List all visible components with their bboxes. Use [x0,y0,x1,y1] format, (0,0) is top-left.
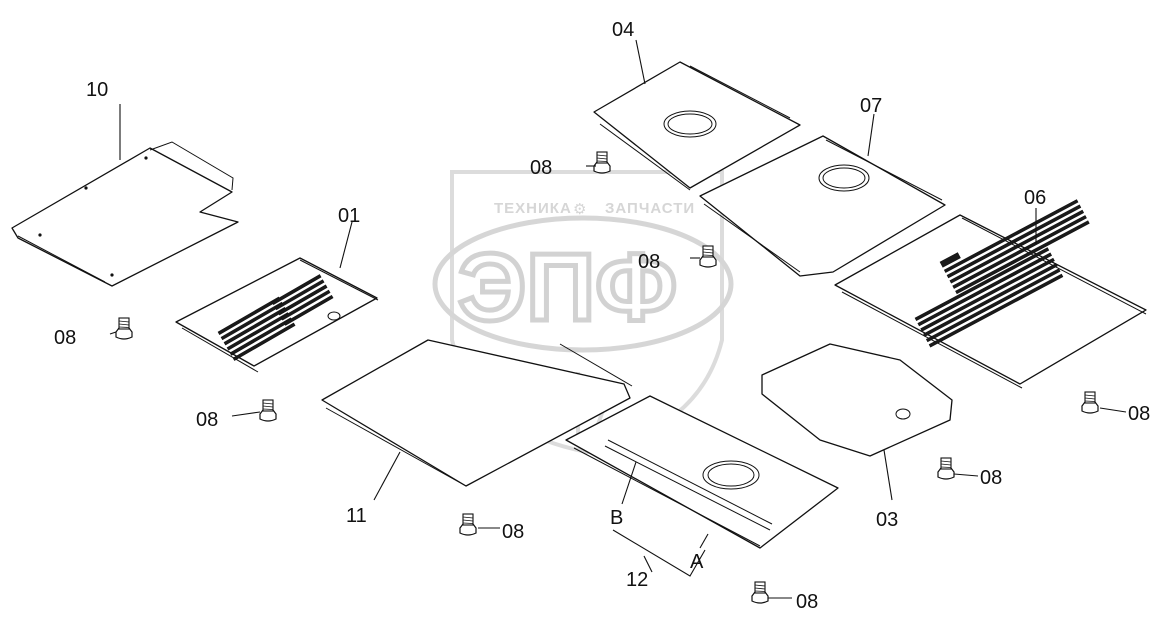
part-03-octagon-plate [761,343,953,457]
watermark-big-text: ЭПФ [458,234,677,341]
part-12-round-hole-plate [565,395,839,549]
part-11-plate [321,339,633,487]
bolt-icon [1081,391,1099,414]
label-bolt-08: 08 [196,409,218,431]
label-part-11: 11 [346,505,367,527]
watermark-top-left: ТЕХНИКА [494,200,572,217]
label-part-10: 10 [86,79,108,101]
part-04-round-hole-plate [593,61,801,191]
bolt-icon [751,581,769,604]
bolt-icon [699,245,717,268]
label-part-03: 03 [876,509,898,531]
label-bolt-08: 08 [54,327,76,349]
bolt-icon [259,399,277,422]
bolt-icon [115,317,133,340]
part-06-vented-plate [834,199,1147,389]
part-01-vented-plate [175,257,379,373]
label-b: B [610,507,623,529]
label-bolt-08: 08 [502,521,524,543]
part-10-plate [11,141,239,287]
label-part-07: 07 [860,95,882,117]
watermark-gear-icon: ⚙ [573,201,587,218]
label-a: A [690,551,704,573]
watermark-ring [432,215,734,353]
leader-lines [109,39,1127,599]
part-07-round-hole-plate [699,135,946,277]
watermark-top-right: ЗАПЧАСТИ [605,200,695,217]
bolt-icon [937,457,955,480]
label-part-06: 06 [1024,187,1046,209]
label-part-04: 04 [612,19,634,41]
label-bolt-08: 08 [980,467,1002,489]
bolt-icon [593,151,611,174]
label-bolt-08: 08 [1128,403,1150,425]
label-bolt-08: 08 [796,591,818,613]
label-part-01: 01 [338,205,360,227]
label-bolt-08: 08 [638,251,660,273]
bolt-icon [459,513,477,536]
label-part-12: 12 [626,569,648,591]
label-bolt-08: 08 [530,157,552,179]
